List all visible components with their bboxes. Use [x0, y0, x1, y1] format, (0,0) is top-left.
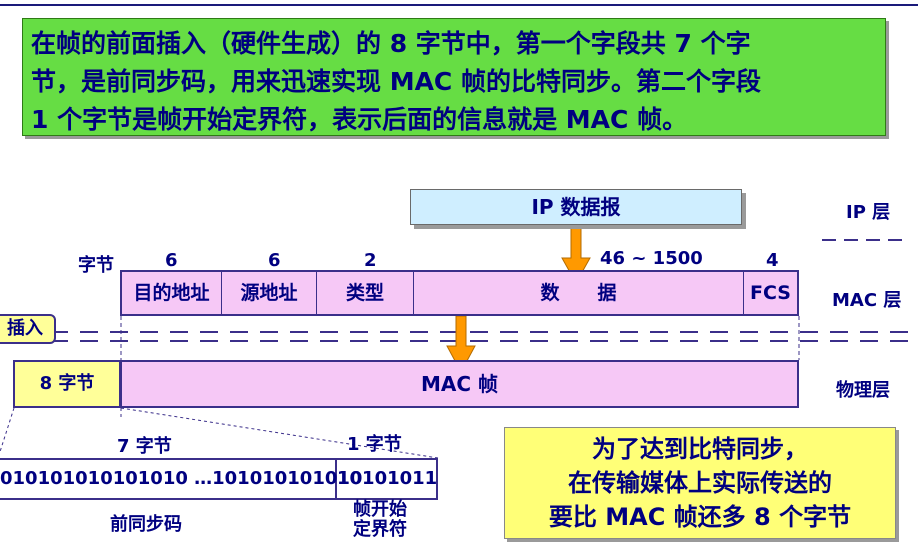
field-dest-addr: 目的地址: [122, 272, 222, 314]
top-divider: [0, 4, 918, 6]
callout-line-1: 为了达到比特同步，: [592, 435, 808, 463]
callout-box: 为了达到比特同步， 在传输媒体上实际传送的 要比 MAC 帧还多 8 个字节: [504, 427, 896, 539]
ip-datagram-box: IP 数据报: [410, 189, 742, 225]
sfd-name-line-2: 定界符: [353, 519, 407, 540]
sfd-bytes-label: 1 字节: [347, 434, 402, 455]
callout-line-2: 在传输媒体上实际传送的: [568, 469, 832, 497]
sfd-bits: 10101011: [337, 468, 438, 489]
preamble-bits: 010101010101010 …101010101010: [0, 460, 362, 498]
size-fcs: 4: [766, 250, 779, 271]
mac-layer-label: MAC 层: [832, 290, 902, 311]
explanation-note: 在帧的前面插入（硬件生成）的 8 字节中，第一个字段共 7 个字 节，是前同步码…: [22, 18, 886, 136]
physical-mac-frame: MAC 帧: [120, 360, 799, 408]
field-src-addr: 源地址: [222, 272, 317, 314]
mac-to-phys-arrow: [446, 315, 476, 374]
size-src: 6: [268, 250, 281, 271]
note-line-1: 在帧的前面插入（硬件生成）的 8 字节中，第一个字段共 7 个字: [31, 29, 751, 58]
callout-line-3: 要比 MAC 帧还多 8 个字节: [548, 503, 852, 531]
bit-sequence: 010101010101010 …101010101010 10101011: [0, 458, 438, 500]
sfd-name: 帧开始 定界符: [353, 500, 407, 540]
sfd-name-line-1: 帧开始: [353, 499, 407, 520]
ip-layer-label: IP 层: [846, 202, 891, 223]
preamble-bytes-label: 7 字节: [117, 436, 172, 457]
insert-tag: 插入: [0, 314, 56, 344]
size-dest: 6: [165, 250, 178, 271]
field-data: 数 据: [414, 272, 744, 314]
size-data: 46 ~ 1500: [600, 248, 703, 269]
expand-left-line: [0, 407, 15, 454]
prefix-8-bytes: 8 字节: [13, 360, 121, 408]
field-fcs: FCS: [750, 282, 791, 304]
field-type: 类型: [317, 272, 414, 314]
physical-layer-label: 物理层: [836, 380, 890, 401]
note-line-2: 节，是前同步码，用来迅速实现 MAC 帧的比特同步。第二个字段: [31, 67, 761, 96]
bytes-label: 字节: [78, 255, 114, 276]
size-type: 2: [364, 250, 377, 271]
note-line-3: 1 个字节是帧开始定界符，表示后面的信息就是 MAC 帧。: [31, 105, 688, 134]
preamble-name: 前同步码: [110, 514, 182, 535]
mac-frame: 目的地址 源地址 类型 数 据 FCS: [120, 270, 799, 316]
